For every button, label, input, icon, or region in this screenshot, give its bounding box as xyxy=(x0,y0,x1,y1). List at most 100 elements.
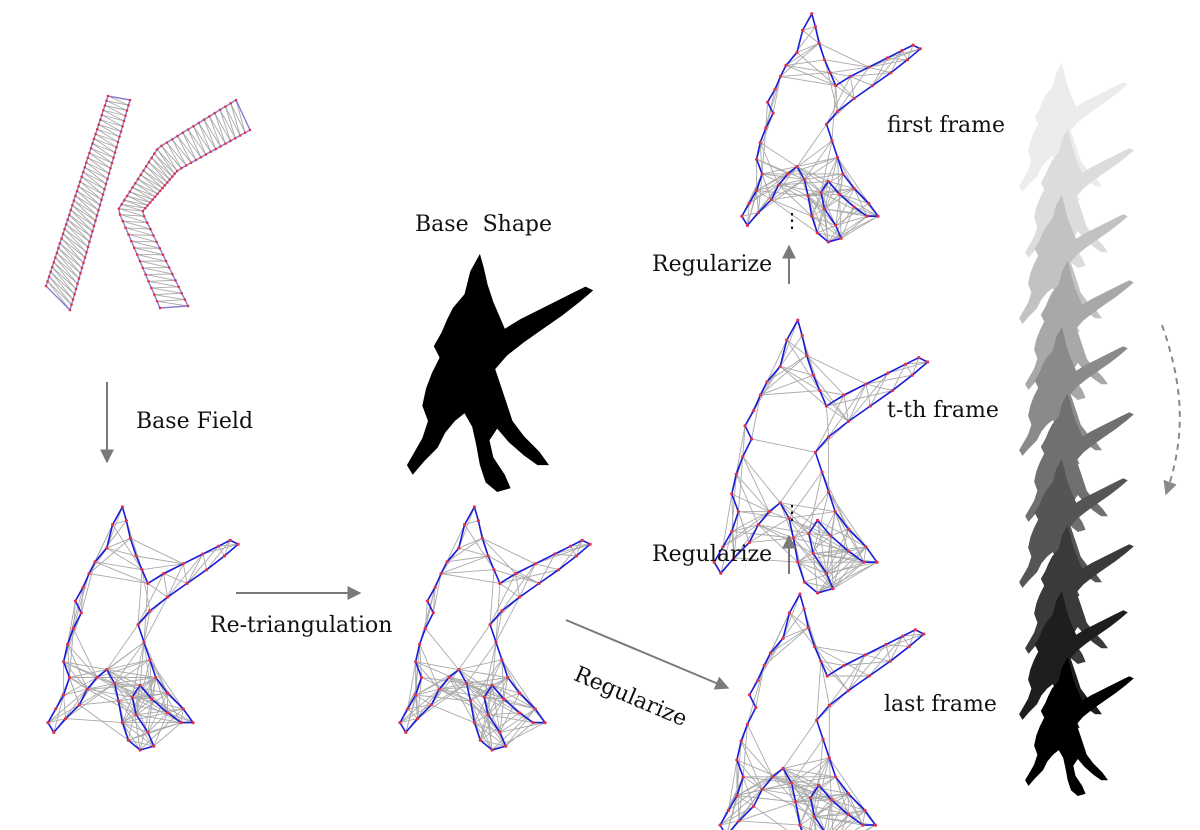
mesh-vertex xyxy=(809,796,812,799)
mesh-vertex xyxy=(75,288,78,291)
mesh-vertex xyxy=(126,109,129,112)
mesh-vertex xyxy=(817,784,820,787)
mesh-vertex xyxy=(735,473,738,476)
mesh-vertex xyxy=(748,202,751,205)
retriangulated-mesh xyxy=(398,505,591,751)
mesh-vertex xyxy=(759,141,762,144)
mesh-vertex xyxy=(814,451,817,454)
mesh-vertex xyxy=(906,58,909,61)
mesh-vertex xyxy=(782,767,785,770)
mesh-vertex xyxy=(827,490,830,493)
mesh-vertex xyxy=(153,293,156,296)
mesh-vertex xyxy=(819,660,822,663)
mesh-vertex xyxy=(64,717,67,720)
mesh-vertex xyxy=(434,586,437,589)
mesh-vertex xyxy=(820,470,823,473)
mesh-edge xyxy=(459,625,490,670)
mesh-vertex xyxy=(70,304,73,307)
mesh-vertex xyxy=(65,223,68,226)
mesh-vertex xyxy=(229,539,232,542)
mesh-vertex xyxy=(180,721,183,724)
mesh-edge xyxy=(154,295,185,300)
mesh-vertex xyxy=(821,737,824,740)
mesh-vertex xyxy=(101,114,104,117)
mesh-vertex xyxy=(730,492,733,495)
mesh-vertex xyxy=(62,233,65,236)
mesh-vertex xyxy=(150,157,153,160)
mesh-vertex xyxy=(152,745,155,748)
mesh-vertex xyxy=(420,676,423,679)
mesh-edge xyxy=(535,544,590,564)
mesh-vertex xyxy=(853,205,856,208)
mesh-edge xyxy=(142,570,150,611)
mesh-vertex xyxy=(166,692,169,695)
mesh-edge xyxy=(68,220,90,242)
mesh-edge xyxy=(502,564,535,611)
mesh-vertex xyxy=(57,247,60,250)
mesh-vertex xyxy=(84,256,87,259)
mesh-vertex xyxy=(129,537,132,540)
mesh-vertex xyxy=(133,247,136,250)
mesh-vertex xyxy=(93,560,96,563)
mesh-vertex xyxy=(782,637,785,640)
mesh-vertex xyxy=(518,596,521,599)
mesh-vertex xyxy=(581,539,584,542)
mesh-vertex xyxy=(740,740,743,743)
mesh-edge xyxy=(106,101,128,106)
mesh-vertex xyxy=(445,560,448,563)
mesh-vertex xyxy=(203,118,206,121)
mesh-edge xyxy=(154,293,181,294)
mesh-edge xyxy=(496,597,520,642)
mesh-vertex xyxy=(149,201,152,204)
mesh-vertex xyxy=(506,676,509,679)
mesh-edge xyxy=(838,67,869,111)
mesh-vertex xyxy=(761,172,764,175)
mesh-vertex xyxy=(803,607,806,610)
mesh-vertex xyxy=(737,510,740,513)
mesh-vertex xyxy=(56,252,59,255)
mesh-edge xyxy=(167,143,181,169)
t-th-frame-label: t-th frame xyxy=(887,398,999,423)
mesh-vertex xyxy=(156,148,159,151)
mesh-edge xyxy=(797,124,827,166)
mesh-vertex xyxy=(156,300,159,303)
mesh-vertex xyxy=(569,545,572,548)
mesh-edge xyxy=(106,101,127,111)
mesh-vertex xyxy=(763,664,766,667)
mesh-vertex xyxy=(834,775,837,778)
mesh-vertex xyxy=(213,112,216,115)
mesh-edge xyxy=(151,288,181,293)
mesh-edge xyxy=(741,741,773,777)
mesh-vertex xyxy=(48,275,51,278)
mesh-vertex xyxy=(830,798,833,801)
mesh-vertex xyxy=(498,731,501,734)
mesh-edge xyxy=(113,525,142,570)
mesh-vertex xyxy=(770,198,773,201)
mesh-vertex xyxy=(102,193,105,196)
mesh-edge xyxy=(441,574,500,584)
mesh-vertex xyxy=(836,110,839,113)
mesh-vertex xyxy=(838,193,841,196)
mesh-vertex xyxy=(100,199,103,202)
mesh-vertex xyxy=(826,674,829,677)
knight-silhouette xyxy=(407,254,593,492)
mesh-vertex xyxy=(176,135,179,138)
mesh-vertex xyxy=(148,658,151,661)
mesh-vertex xyxy=(144,207,147,210)
mesh-vertex xyxy=(69,309,72,312)
mesh-edge xyxy=(103,110,125,116)
mesh-vertex xyxy=(88,241,91,244)
mesh-edge xyxy=(77,191,100,205)
mesh-vertex xyxy=(871,84,874,87)
mesh-vertex xyxy=(798,824,801,827)
mesh-vertex xyxy=(543,721,546,724)
mesh-vertex xyxy=(813,645,816,648)
mesh-vertex xyxy=(187,128,190,131)
mesh-vertex xyxy=(810,215,813,218)
mesh-vertex xyxy=(171,273,174,276)
mesh-vertex xyxy=(911,374,914,377)
mesh-vertex xyxy=(489,623,492,626)
mesh-vertex xyxy=(816,519,819,522)
mesh-vertex xyxy=(785,338,788,341)
mesh-vertex xyxy=(109,167,112,170)
